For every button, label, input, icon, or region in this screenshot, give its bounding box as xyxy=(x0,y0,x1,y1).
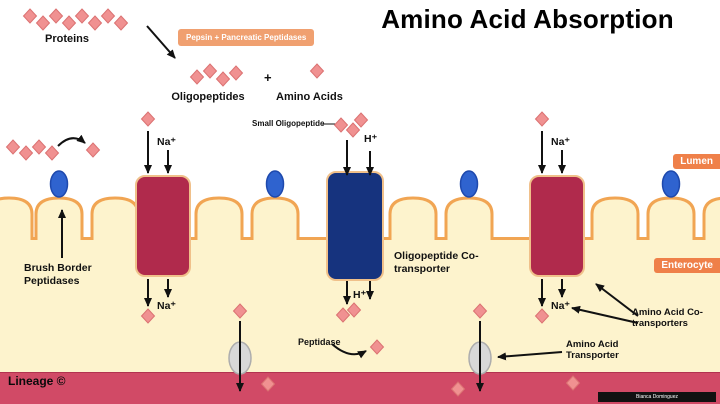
amino-acid-transporter-label: Amino Acid Transporter xyxy=(566,339,619,362)
oligopeptide-cotransporter xyxy=(326,171,384,281)
lumen-label: Lumen xyxy=(673,154,720,169)
plus-sign: + xyxy=(264,70,272,85)
oligopeptides-label: Oligopeptides xyxy=(171,91,245,103)
oligopeptide-cotransporter-label: Oligopeptide Co-transporter xyxy=(394,250,479,275)
page-title: Amino Acid Absorption xyxy=(381,4,674,34)
small-oligopeptide-label: Small Oligopeptide xyxy=(252,119,325,128)
enterocyte-label: Enterocyte xyxy=(654,258,720,273)
na-ion-label: Na⁺ xyxy=(157,300,176,312)
sodium-amino-acid-cotransporter-right xyxy=(529,175,585,277)
illustrator-credit: Bianca Dominguez xyxy=(598,392,716,402)
peptidase-label: Peptidase xyxy=(298,337,341,347)
proteins-label: Proteins xyxy=(45,33,90,45)
na-ion-label: Na⁺ xyxy=(551,300,570,312)
sodium-amino-acid-cotransporter-left xyxy=(135,175,191,277)
flow-arrows xyxy=(57,25,639,392)
enzyme-box: Pepsin + Pancreatic Peptidases xyxy=(178,29,315,46)
brand-watermark: Lineage © xyxy=(8,374,66,388)
h-ion-label: H⁺ xyxy=(353,289,367,301)
na-ion-label: Na⁺ xyxy=(551,136,570,148)
h-ion-label: H⁺ xyxy=(364,133,378,145)
na-ion-label: Na⁺ xyxy=(157,136,176,148)
amino-acid-cotransporters-label: Amino Acid Co-transporters xyxy=(632,307,703,330)
brush-border-peptidases-label: Brush Border Peptidases xyxy=(24,262,92,287)
amino-acids-label: Amino Acids xyxy=(276,91,343,103)
